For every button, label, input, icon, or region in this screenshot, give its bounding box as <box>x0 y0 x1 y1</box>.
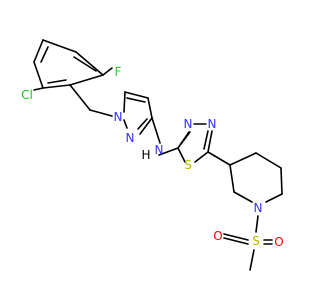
bond <box>194 151 209 163</box>
pyrazole-ring <box>123 91 153 135</box>
fluorine-atom: F <box>115 65 122 79</box>
bond <box>73 56 97 72</box>
thiadiazole-n1-atom: N <box>184 117 193 131</box>
bond-c-f <box>102 67 113 76</box>
bond <box>139 117 153 135</box>
bond-ring-ch2 <box>69 84 91 111</box>
bond-s-o-left-double <box>223 237 249 245</box>
thiadiazole-ring <box>177 123 213 163</box>
structure-svg: Cl F N N N H N N S N S O O <box>0 0 300 300</box>
bond <box>265 193 283 203</box>
thiadiazole-s-atom: S <box>184 158 192 172</box>
piperidine-n-atom: N <box>254 201 263 215</box>
bond <box>42 84 71 89</box>
bond <box>280 167 283 195</box>
bond <box>255 152 282 169</box>
chlorofluorobenzene-ring <box>33 39 104 89</box>
amine-h-atom: H <box>141 148 150 162</box>
bond-s-o-left <box>223 233 249 241</box>
bond <box>229 164 235 193</box>
amine-n-atom: N <box>155 143 164 157</box>
bond <box>47 79 67 84</box>
sulfonyl-o-right-atom: O <box>274 235 283 249</box>
bond-s-methyl <box>249 249 255 271</box>
bond-n-s <box>255 215 259 233</box>
bond <box>229 152 257 166</box>
bond <box>126 97 146 103</box>
bond <box>203 130 209 150</box>
bond-c-cl <box>33 87 44 91</box>
bond <box>33 39 44 63</box>
bond-nh-c <box>158 147 179 156</box>
bond-ch2-n <box>89 109 113 117</box>
piperidine-ring <box>229 152 283 203</box>
bond-c-nh <box>151 117 161 144</box>
bond <box>233 191 253 203</box>
bond <box>123 91 126 113</box>
bond <box>207 130 213 153</box>
bond <box>40 46 49 63</box>
chlorine-atom: Cl <box>21 88 33 102</box>
pyrazole-n2-atom: N <box>126 131 135 145</box>
bond <box>75 51 104 76</box>
bond <box>123 119 128 129</box>
thiadiazole-n2-atom: N <box>208 117 217 131</box>
bond <box>124 91 149 99</box>
bond <box>180 131 191 145</box>
bond <box>33 61 44 89</box>
pyrazole-n1-atom: N <box>114 110 123 124</box>
bond <box>69 74 104 86</box>
bond <box>137 118 148 130</box>
bond <box>42 39 77 53</box>
background <box>0 0 300 300</box>
sulfonyl-o-left-atom: O <box>213 229 222 243</box>
bond <box>147 97 153 119</box>
sulfonyl-s-atom: S <box>252 234 260 248</box>
molecule-diagram: Cl F N N N H N N S N S O O <box>0 0 300 300</box>
bond <box>177 147 186 163</box>
bond-ring-ring <box>207 151 231 166</box>
